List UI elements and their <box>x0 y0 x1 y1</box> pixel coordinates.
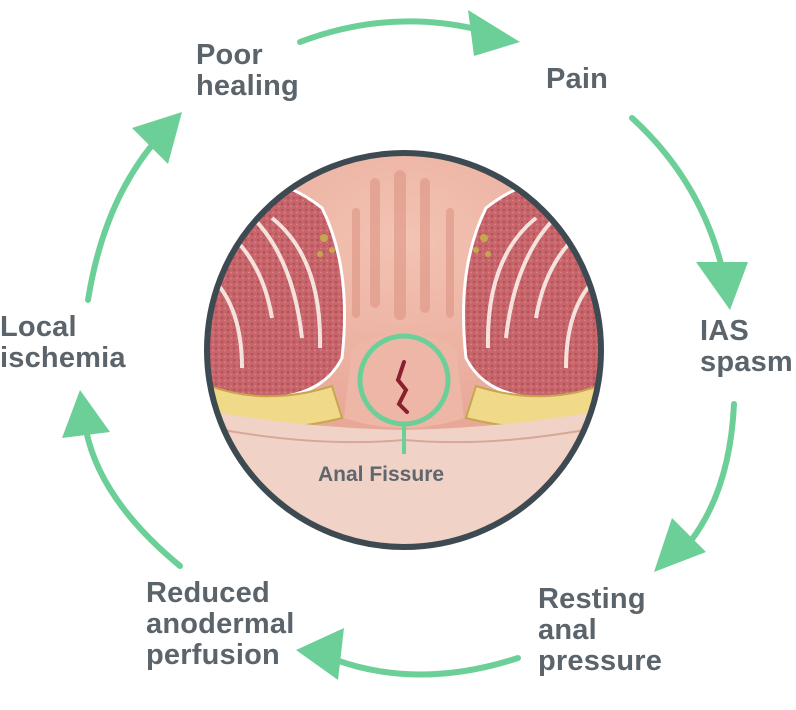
step-reduced-anodermal-perfusion: Reduced anodermal perfusion <box>146 578 294 671</box>
step-poor-healing-line-2: healing <box>196 70 299 102</box>
arrowhead-ias-to-resting <box>654 518 706 572</box>
arrowhead-pain-to-ias <box>696 262 748 310</box>
step-poor-healing-line-1: Poor <box>196 39 263 71</box>
step-pain: Pain <box>546 64 608 95</box>
step-reduced-line-2: anodermal <box>146 608 295 640</box>
step-resting-line-1: Resting <box>538 583 646 615</box>
arrowhead-poor-to-pain <box>468 10 520 56</box>
step-reduced-line-3: perfusion <box>146 639 280 671</box>
illustration-ring <box>204 150 604 550</box>
arrow-local-to-poor <box>85 135 161 303</box>
step-local-line-2: ischemia <box>0 342 126 374</box>
arrowhead-resting-to-reduced <box>296 628 344 680</box>
step-local-line-1: Local <box>0 311 77 343</box>
left-sphincter-muscle <box>208 174 346 429</box>
right-sphincter-muscle <box>462 174 600 429</box>
fissure-caption: Anal Fissure <box>318 463 445 486</box>
step-pain-line-1: Pain <box>546 63 609 95</box>
step-reduced-line-1: Reduced <box>146 577 270 609</box>
fissure-tear <box>395 360 409 414</box>
anal-canal <box>344 333 464 428</box>
arrowhead-reduced-to-local <box>62 390 110 438</box>
step-poor-healing: Poor healing <box>196 40 299 102</box>
arrow-reduced-to-local <box>83 427 183 569</box>
step-resting-line-2: anal <box>538 614 597 646</box>
arrow-pain-to-ias <box>629 115 725 271</box>
arrow-poor-to-pain <box>297 18 483 45</box>
anatomy-illustration <box>204 150 604 550</box>
step-resting-anal-pressure: Resting anal pressure <box>538 584 662 677</box>
step-local-ischemia: Local ischemia <box>0 312 126 374</box>
step-ias-spasm-line-1: IAS <box>700 315 749 347</box>
step-ias-spasm: IAS spasm <box>700 316 793 378</box>
step-ias-spasm-line-2: spasm <box>700 346 793 378</box>
arrowhead-local-to-poor <box>132 112 182 164</box>
arrow-ias-to-resting <box>687 401 737 545</box>
arrow-resting-to-reduced <box>333 655 521 678</box>
step-resting-line-3: pressure <box>538 645 663 677</box>
